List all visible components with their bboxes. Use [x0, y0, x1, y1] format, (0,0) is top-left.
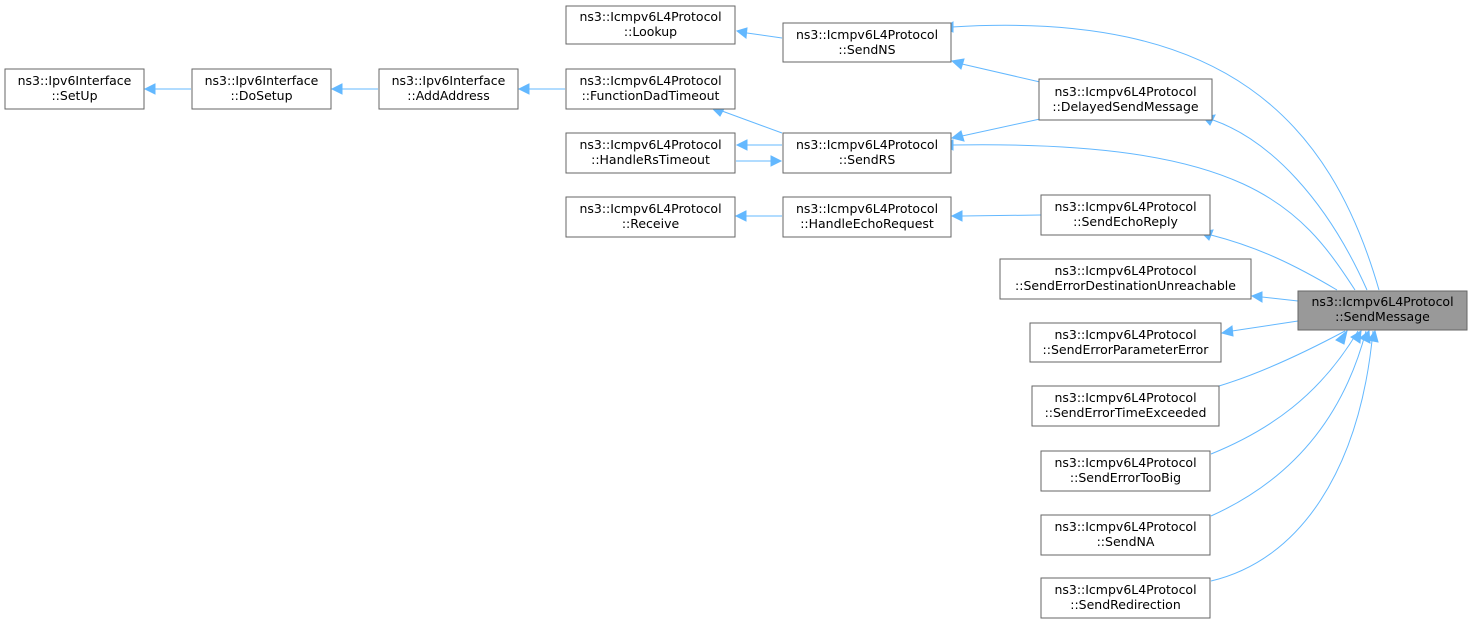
node-label-line1: ns3::Icmpv6L4Protocol: [796, 27, 938, 42]
edge-sendmessage-to-senderrorparametererror: [1220, 320, 1299, 337]
edge-functiondadtimeout-to-addaddress: [517, 83, 565, 95]
node-label-line1: ns3::Ipv6Interface: [205, 73, 319, 88]
edge-addaddress-to-dosetup: [330, 83, 378, 95]
node-label-line1: ns3::Icmpv6L4Protocol: [1054, 519, 1196, 534]
edge-sendmessage-to-senderrortoobig: [1210, 330, 1362, 455]
node-icmpv6l4protocol-sendna[interactable]: ns3::Icmpv6L4Protocol ::SendNA: [1040, 514, 1211, 556]
node-label-line2: ::Receive: [622, 216, 680, 231]
edge-sendrs-to-handlerstimeout: [735, 139, 782, 151]
edge-sendmessage-to-sendredirection: [1210, 329, 1379, 582]
node-icmpv6l4protocol-lookup[interactable]: ns3::Icmpv6L4Protocol ::Lookup: [565, 5, 736, 45]
edge-sendmessage-to-sendna: [1210, 330, 1371, 517]
node-icmpv6l4protocol-sendns[interactable]: ns3::Icmpv6L4Protocol ::SendNS: [782, 22, 952, 63]
node-label-line1: ns3::Icmpv6L4Protocol: [579, 137, 721, 152]
node-label-line1: ns3::Icmpv6L4Protocol: [1054, 455, 1196, 470]
edge-delayedsendmessage-to-sendrs: [950, 118, 1041, 142]
node-label-line1: ns3::Icmpv6L4Protocol: [1054, 327, 1196, 342]
node-label-line1: ns3::Icmpv6L4Protocol: [1054, 84, 1196, 99]
node-icmpv6l4protocol-senderrortimeexceeded[interactable]: ns3::Icmpv6L4Protocol ::SendErrorTimeExc…: [1031, 385, 1220, 427]
node-icmpv6l4protocol-senderrorparametererror[interactable]: ns3::Icmpv6L4Protocol ::SendErrorParamet…: [1029, 322, 1222, 363]
node-label-line1: ns3::Icmpv6L4Protocol: [579, 201, 721, 216]
node-label-line2: ::Lookup: [624, 24, 677, 39]
node-icmpv6l4protocol-sendechoreply[interactable]: ns3::Icmpv6L4Protocol ::SendEchoReply: [1040, 194, 1211, 236]
node-icmpv6l4protocol-senderrortoobig[interactable]: ns3::Icmpv6L4Protocol ::SendErrorTooBig: [1040, 450, 1211, 492]
node-label-line2: ::SetUp: [51, 88, 97, 103]
node-label-line1: ns3::Ipv6Interface: [18, 73, 132, 88]
node-label-line1: ns3::Ipv6Interface: [392, 73, 506, 88]
node-label-line1: ns3::Icmpv6L4Protocol: [1054, 263, 1196, 278]
node-icmpv6l4protocol-receive[interactable]: ns3::Icmpv6L4Protocol ::Receive: [565, 196, 736, 238]
node-label-line2: ::SendNS: [838, 42, 895, 57]
node-label-line1: ns3::Icmpv6L4Protocol: [1311, 294, 1453, 309]
edge-sendrs-to-functiondadtimeout: [710, 106, 783, 134]
node-label-line1: ns3::Icmpv6L4Protocol: [796, 137, 938, 152]
edge-sendmessage-to-senderrortimeexceeded: [1218, 329, 1348, 387]
edge-handlerstimeout-to-sendrs: [736, 155, 783, 167]
node-icmpv6l4protocol-delayedsendmessage[interactable]: ns3::Icmpv6L4Protocol ::DelayedSendMessa…: [1038, 78, 1213, 121]
node-label-line2: ::SendErrorTimeExceeded: [1045, 405, 1207, 420]
node-label-line1: ns3::Icmpv6L4Protocol: [796, 201, 938, 216]
edge-dosetup-to-setup: [143, 83, 191, 95]
node-icmpv6l4protocol-sendrs[interactable]: ns3::Icmpv6L4Protocol ::SendRS: [782, 132, 952, 174]
node-label-line2: ::SendErrorTooBig: [1070, 470, 1181, 485]
node-ipv6interface-addaddress[interactable]: ns3::Ipv6Interface ::AddAddress: [378, 68, 519, 110]
node-label-line2: ::SendErrorDestinationUnreachable: [1015, 278, 1236, 293]
node-label-line2: ::AddAddress: [407, 88, 489, 103]
edge-delayedsendmessage-to-sendns: [950, 58, 1041, 83]
node-ipv6interface-dosetup[interactable]: ns3::Ipv6Interface ::DoSetup: [191, 68, 332, 110]
edge-sendmessage-to-sendns: [941, 21, 1380, 291]
node-label-line2: ::SendRedirection: [1070, 597, 1181, 612]
edge-sendmessage-to-senderrordestinationunreachable: [1250, 291, 1299, 303]
node-label-line2: ::SendErrorParameterError: [1043, 342, 1210, 357]
node-label-line2: ::FunctionDadTimeout: [582, 88, 720, 103]
node-label-line1: ns3::Icmpv6L4Protocol: [579, 73, 721, 88]
node-label-line2: ::SendNA: [1097, 534, 1155, 549]
edge-sendechoreply-to-handleechorequest: [950, 210, 1042, 222]
node-label-line2: ::HandleEchoRequest: [800, 216, 934, 231]
node-icmpv6l4protocol-sendmessage[interactable]: ns3::Icmpv6L4Protocol ::SendMessage: [1297, 290, 1468, 331]
node-label-line1: ns3::Icmpv6L4Protocol: [579, 9, 721, 24]
node-label-line2: ::SendRS: [839, 152, 896, 167]
node-label-line1: ns3::Icmpv6L4Protocol: [1054, 390, 1196, 405]
node-icmpv6l4protocol-senderrordestinationunreachable[interactable]: ns3::Icmpv6L4Protocol ::SendErrorDestina…: [999, 258, 1252, 300]
node-label-line2: ::DelayedSendMessage: [1052, 99, 1198, 114]
nodes: ns3::Ipv6Interface ::SetUp ns3::Ipv6Inte…: [4, 5, 1468, 619]
node-label-line2: ::SendEchoReply: [1073, 214, 1178, 229]
node-label-line2: ::HandleRsTimeout: [591, 152, 710, 167]
node-label-line1: ns3::Icmpv6L4Protocol: [1054, 199, 1196, 214]
edge-sendns-to-lookup: [735, 27, 783, 39]
node-label-line2: ::DoSetup: [230, 88, 292, 103]
node-icmpv6l4protocol-handleechorequest[interactable]: ns3::Icmpv6L4Protocol ::HandleEchoReques…: [782, 196, 952, 238]
node-label-line2: ::SendMessage: [1335, 309, 1430, 324]
node-icmpv6l4protocol-functiondadtimeout[interactable]: ns3::Icmpv6L4Protocol ::FunctionDadTimeo…: [565, 68, 736, 110]
node-icmpv6l4protocol-handlerstimeout[interactable]: ns3::Icmpv6L4Protocol ::HandleRsTimeout: [565, 132, 736, 174]
node-icmpv6l4protocol-sendredirection[interactable]: ns3::Icmpv6L4Protocol ::SendRedirection: [1040, 577, 1211, 619]
edge-handleechorequest-to-receive: [734, 210, 782, 222]
node-ipv6interface-setup[interactable]: ns3::Ipv6Interface ::SetUp: [4, 68, 145, 110]
node-label-line1: ns3::Icmpv6L4Protocol: [1054, 582, 1196, 597]
